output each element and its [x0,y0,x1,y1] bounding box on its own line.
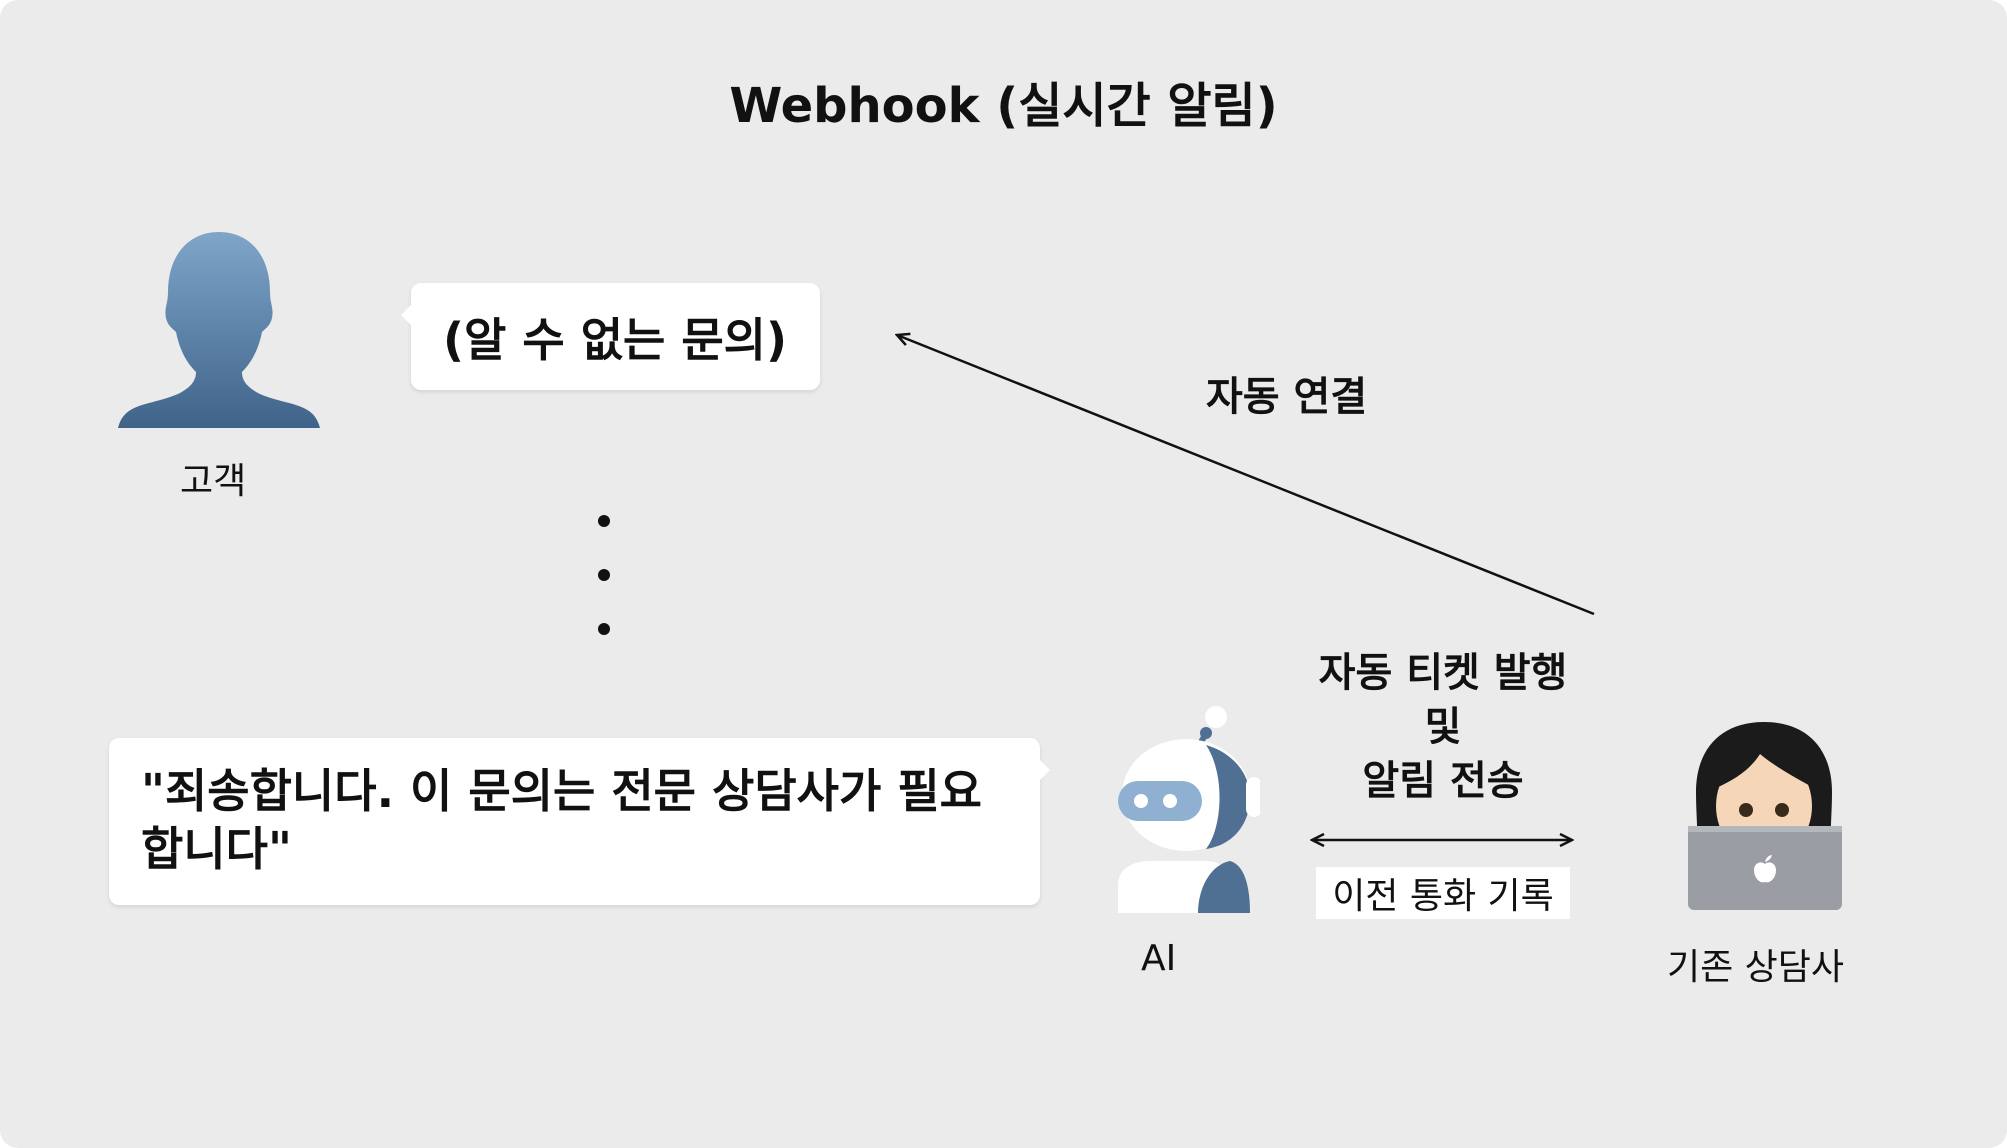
call-history-label: 이전 통화 기록 [1316,867,1570,919]
auto-connect-label: 자동 연결 [1206,374,1368,420]
ellipsis-dot [598,569,610,581]
diagram-title: Webhook (실시간 알림) [729,78,1278,134]
ai-reply-line: 합니다" [141,822,292,876]
ai-label: AI [1141,938,1177,979]
ai-reply-line: "죄송합니다. 이 문의는 전문 상담사가 필요 [141,764,982,818]
ticket-label: 자동 티켓 발행 및 알림 전송 [1306,646,1580,808]
ai-reply-text: "죄송합니다. 이 문의는 전문 상담사가 필요 합니다" [141,762,982,878]
robot-icon [1118,706,1260,913]
ellipsis-dot [598,623,610,635]
auto-connect-arrow [897,335,1595,616]
ticket-label-line: 자동 티켓 발행 [1318,650,1568,696]
unknown-query-text: (알 수 없는 문의) [443,312,788,367]
ellipsis-dot [598,515,610,527]
agent-label: 기존 상담사 [1667,947,1845,988]
unknown-query-bubble: (알 수 없는 문의) [401,283,820,390]
ticket-label-line: 및 [1424,704,1462,750]
customer-label: 고객 [180,461,247,502]
ai-reply-bubble: "죄송합니다. 이 문의는 전문 상담사가 필요 합니다" [109,738,1050,905]
ticket-label-line: 알림 전송 [1362,758,1524,804]
person-silhouette-icon [118,232,320,428]
woman-technologist-icon [1688,722,1842,910]
